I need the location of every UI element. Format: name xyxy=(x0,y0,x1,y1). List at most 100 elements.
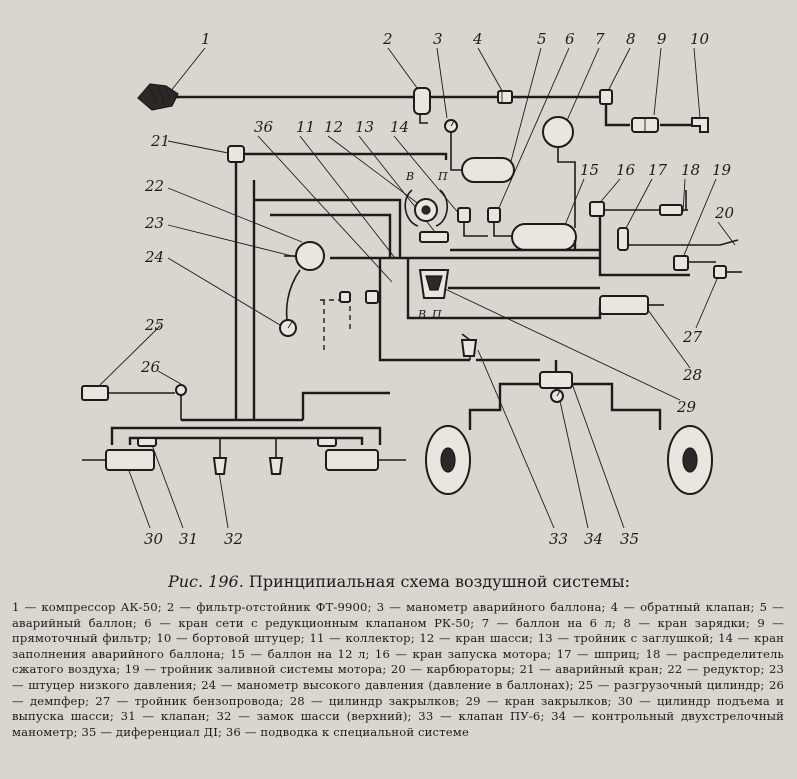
cylinder-right xyxy=(325,449,406,471)
callout-6: 6 xyxy=(565,30,575,48)
check-valve-31 xyxy=(137,437,337,447)
filter-separator xyxy=(413,87,431,124)
callout-34: 34 xyxy=(584,530,603,548)
callout-27: 27 xyxy=(682,328,703,346)
legend-item: 19 — тройник заливной системы мотора; xyxy=(124,662,391,677)
legend-item: 29 — кран закрылков; xyxy=(465,693,618,708)
special-system-lead xyxy=(320,290,379,350)
callout-3: 3 xyxy=(433,30,443,48)
callout-22: 22 xyxy=(144,177,164,195)
engine-start-valve xyxy=(589,201,660,217)
main-header xyxy=(330,210,690,277)
legend-item: 10 — бортовой штуцер; xyxy=(156,631,310,646)
legend-item: 24 — манометр высокого давления (давлени… xyxy=(201,677,579,692)
callout-24: 24 xyxy=(144,248,164,266)
legend-item: 14 — кран заполнения аварийного баллона; xyxy=(12,631,785,661)
network-valve xyxy=(487,207,512,237)
pressure-gauge-high xyxy=(279,269,301,337)
legend-item: 20 — карбюраторы; xyxy=(390,662,520,677)
legend-item: 15 — баллон на 12 л; xyxy=(230,646,375,661)
callout-12: 12 xyxy=(324,118,343,136)
legend-item: 32 — замок шасси (верхний); xyxy=(216,709,419,724)
legend-item: 26 — демпфер; xyxy=(12,677,784,708)
callout-4: 4 xyxy=(472,30,483,48)
callout-18: 18 xyxy=(681,161,700,179)
cylinder-left xyxy=(82,449,155,471)
two-needle-gauge xyxy=(550,389,564,403)
callout-26: 26 xyxy=(140,358,161,376)
callout-25: 25 xyxy=(144,316,164,334)
legend-item: 7 — баллон на 6 л; xyxy=(481,615,624,630)
callout-29: 29 xyxy=(676,398,697,416)
callout-7: 7 xyxy=(595,30,605,48)
legend-item: 1 — компрессор АК-50; xyxy=(12,600,167,614)
legend-item: 17 — шприц; xyxy=(556,646,646,661)
emergency-tank xyxy=(450,150,515,183)
label-p-top: П xyxy=(437,170,448,183)
legend-item: 25 — разгрузочный цилиндр; xyxy=(578,677,769,692)
legend-item: 30 — цилиндр подъема и выпуска шасси; xyxy=(12,693,785,724)
carburetor-tee xyxy=(673,255,716,271)
callout-35: 35 xyxy=(620,530,639,548)
legend-item: 16 — кран запуска мотора; xyxy=(374,646,557,661)
chassis-lock xyxy=(212,457,284,475)
callout-23: 23 xyxy=(144,214,164,232)
charge-valve xyxy=(599,89,613,105)
legend-item: 27 — тройник бензопровода; xyxy=(95,693,290,708)
leader-lines xyxy=(99,47,736,529)
callout-9: 9 xyxy=(657,30,667,48)
legend: 1 — компрессор АК-50; 2 — фильтр-отстойн… xyxy=(12,600,784,740)
flap-cylinder xyxy=(599,295,664,315)
legend-item: 8 — кран зарядки; xyxy=(623,615,758,630)
callout-16: 16 xyxy=(616,161,636,179)
top-supply-line xyxy=(175,95,695,127)
legend-item: 2 — фильтр-отстойник ФТ-9900; xyxy=(166,600,377,614)
legend-item: 4 — обратный клапан; xyxy=(610,600,760,614)
tank-12l xyxy=(511,223,577,251)
pu6-valve xyxy=(460,339,540,362)
legend-item: 23 — штуцер низкого давления; xyxy=(12,662,785,692)
legend-item: 11 — коллектор; xyxy=(309,631,420,646)
callout-19: 19 xyxy=(712,161,732,179)
callout-2: 2 xyxy=(382,30,393,48)
board-fitting xyxy=(691,117,709,133)
compressor xyxy=(137,83,179,111)
label-v-top: В xyxy=(405,170,414,183)
air-system-diagram: 1 2 3 4 5 6 7 8 9 10 11 12 13 14 15 16 1… xyxy=(81,30,742,548)
callout-numbers: 1 2 3 4 5 6 7 8 9 10 11 12 13 14 15 16 1… xyxy=(140,30,735,548)
chassis-lower-circuit xyxy=(110,391,390,458)
check-valve xyxy=(497,90,513,104)
callout-1: 1 xyxy=(201,30,211,48)
callout-20: 20 xyxy=(714,204,735,222)
callout-8: 8 xyxy=(626,30,636,48)
callout-10: 10 xyxy=(690,30,710,48)
callout-11: 11 xyxy=(296,118,315,136)
emergency-tank-gauge xyxy=(444,119,458,150)
callout-28: 28 xyxy=(682,366,702,384)
callout-36: 36 xyxy=(254,118,274,136)
legend-item: 28 — цилиндр закрылков; xyxy=(289,693,466,708)
emergency-valve xyxy=(227,145,448,420)
legend-item: 3 — манометр аварийного баллона; xyxy=(376,600,611,614)
syringe xyxy=(617,227,739,251)
legend-item: 13 — тройник с заглушкой; xyxy=(537,631,719,646)
legend-item: 34 — контрольный двухстрелочный манометр… xyxy=(12,709,784,739)
callout-31: 31 xyxy=(179,530,198,548)
wheel-left xyxy=(425,425,471,495)
callout-13: 13 xyxy=(355,118,374,136)
callout-5: 5 xyxy=(537,30,547,48)
legend-item: 31 — клапан; xyxy=(120,709,217,724)
legend-item: 36 — подводка к специальной системе xyxy=(225,724,469,739)
callout-14: 14 xyxy=(390,118,409,136)
legend-item: 9 — прямоточный фильтр; xyxy=(12,615,784,646)
differential xyxy=(468,360,662,430)
relief-cylinder xyxy=(81,385,175,401)
figure-number: Рис. 196. xyxy=(167,572,244,591)
legend-item: 33 — клапан ПУ-6; xyxy=(418,709,552,724)
direct-flow-filter xyxy=(631,117,659,133)
distributor xyxy=(659,190,688,216)
chassis-valve xyxy=(404,189,448,227)
legend-item: 5 — аварийный баллон; xyxy=(12,600,785,630)
callout-30: 30 xyxy=(144,530,164,548)
